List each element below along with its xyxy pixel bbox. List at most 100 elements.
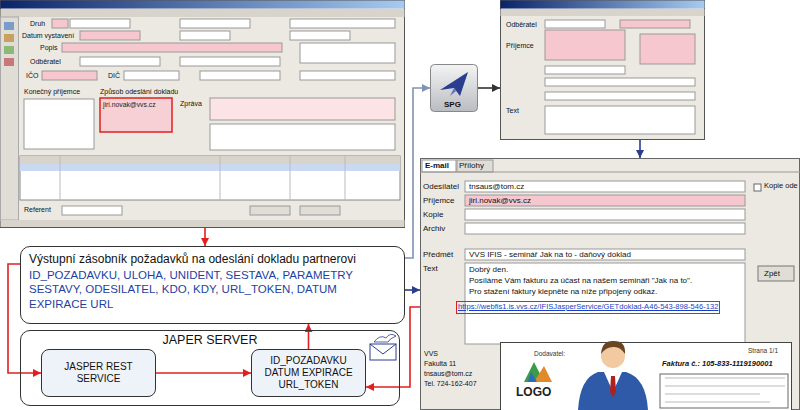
node-text: Text	[423, 264, 438, 273]
application-window-part	[4, 46, 14, 54]
connector-arrow	[308, 324, 310, 349]
application-window-part	[545, 78, 695, 86]
person-figure	[578, 341, 648, 410]
application-window-part	[300, 43, 395, 63]
node-text: Strana 1/1	[748, 347, 778, 354]
connector-arrow	[156, 372, 251, 374]
invoice-document: Strana 1/1Dodavatel:LOGOFaktura č.: 105-…	[500, 342, 792, 410]
application-window-part-part	[345, 156, 346, 200]
email-window-part	[465, 249, 745, 260]
node-text: Předmět	[423, 250, 453, 259]
application-window	[1, 1, 405, 228]
node-text: Text	[506, 107, 519, 115]
node-text: DIČ	[108, 72, 120, 80]
application-window-part	[52, 19, 68, 28]
node-text: Dobrý den.	[469, 265, 508, 274]
application-window-part	[1, 1, 405, 228]
node-text: Přílohy	[459, 161, 484, 170]
node-text: Příjemce	[423, 196, 455, 205]
node-text: Zpět	[764, 269, 780, 278]
invoice-document-part-part	[665, 386, 785, 387]
application-window-part	[180, 31, 230, 40]
node-text: Tel. 724-162-407	[424, 380, 477, 388]
application-window-part	[545, 20, 605, 28]
invoice-document-part	[660, 374, 788, 408]
email-window-part	[465, 195, 745, 206]
application-window-part	[640, 34, 695, 64]
application-window: DruhDatum vystaveníPopisOdběratelIČODIČK…	[0, 0, 405, 228]
application-window-part	[210, 124, 395, 150]
application-window-part	[180, 57, 280, 66]
envelope-icon-part	[374, 334, 396, 342]
envelope-icon-part	[370, 344, 396, 360]
node-text: IČO	[26, 72, 38, 80]
invoice-document-part-part	[665, 394, 760, 395]
invoice-document-part	[665, 378, 785, 402]
node-text: Kopie ode	[764, 182, 798, 191]
person-figure-part	[610, 376, 616, 397]
application-window-part	[80, 57, 160, 66]
invoice-document-part-part	[665, 378, 785, 379]
node-text: JAPER SERVER	[21, 333, 399, 348]
node-text: Referent	[24, 206, 51, 214]
application-window-part	[545, 30, 625, 60]
node-text: Příjemce	[506, 42, 534, 50]
data-box: ID_POZADAVKU DATUM EXPIRACE URL_TOKEN	[251, 349, 366, 397]
email-window-part	[422, 160, 456, 172]
spg-icon-part	[431, 65, 478, 112]
application-window-part	[1, 1, 405, 9]
application-window-part	[501, 1, 705, 140]
application-window-part	[60, 156, 345, 200]
connector-arrow	[478, 87, 500, 89]
application-window-part	[1, 9, 405, 17]
person-figure-part	[578, 372, 648, 410]
node-text: jiri.novak@vvs.cz	[103, 101, 156, 109]
application-window-part	[290, 31, 350, 40]
email-window-part	[465, 223, 745, 234]
node-text: jiri.novak@vvs.cz	[469, 196, 531, 205]
node-text: E-mail	[425, 161, 449, 170]
application-window-part	[501, 9, 705, 16]
node-text: Popis	[40, 44, 58, 52]
application-window-part	[200, 71, 280, 80]
application-window-part	[250, 206, 290, 215]
spg-icon-part	[450, 88, 456, 96]
process-box: JASPER REST SERVICE	[41, 349, 156, 397]
application-window-part	[1, 220, 405, 227]
envelope-icon-part	[370, 344, 396, 354]
node-text: VVS IFIS - seminář Jak na to - daňový do…	[469, 250, 631, 259]
application-window-part	[124, 71, 179, 80]
email-window-part	[465, 181, 745, 192]
node-text: Posíláme Vám fakturu za účast na našem s…	[469, 276, 692, 285]
application-window-part	[62, 206, 122, 215]
email-window-part	[465, 209, 745, 220]
application-window-part	[62, 43, 282, 52]
node-text: Druh	[30, 20, 45, 28]
node-text: Výstupní zásobník požadavků na odeslání …	[29, 252, 396, 267]
queue-box: Výstupní zásobník požadavků na odeslání …	[20, 246, 405, 324]
application-window-part	[20, 156, 400, 200]
node-text: Odběratel	[30, 58, 61, 66]
application-window	[501, 1, 705, 140]
application-window-part	[545, 92, 695, 100]
invoice-document-part-part	[665, 402, 770, 403]
application-window-part	[70, 19, 130, 28]
application-window-part-part	[290, 156, 291, 200]
application-window-part	[300, 71, 395, 80]
application-window-part	[501, 1, 705, 9]
node-text: Archiv	[423, 224, 445, 233]
spg-icon	[431, 65, 478, 112]
invoice-document-part	[534, 366, 552, 382]
node-text: VVS	[424, 350, 438, 358]
connector-arrow	[639, 140, 641, 158]
email-window-part	[457, 160, 493, 172]
node-text: Pro stažení faktury klepněte na níže při…	[469, 287, 657, 296]
application-window-part-part	[220, 156, 221, 200]
node-text: LOGO	[516, 386, 551, 400]
application-window-part	[1, 17, 19, 220]
application-window-part	[180, 19, 250, 28]
node-text: Kopie	[423, 210, 443, 219]
application-window-part-part	[60, 156, 61, 200]
application-window-part	[300, 206, 340, 215]
